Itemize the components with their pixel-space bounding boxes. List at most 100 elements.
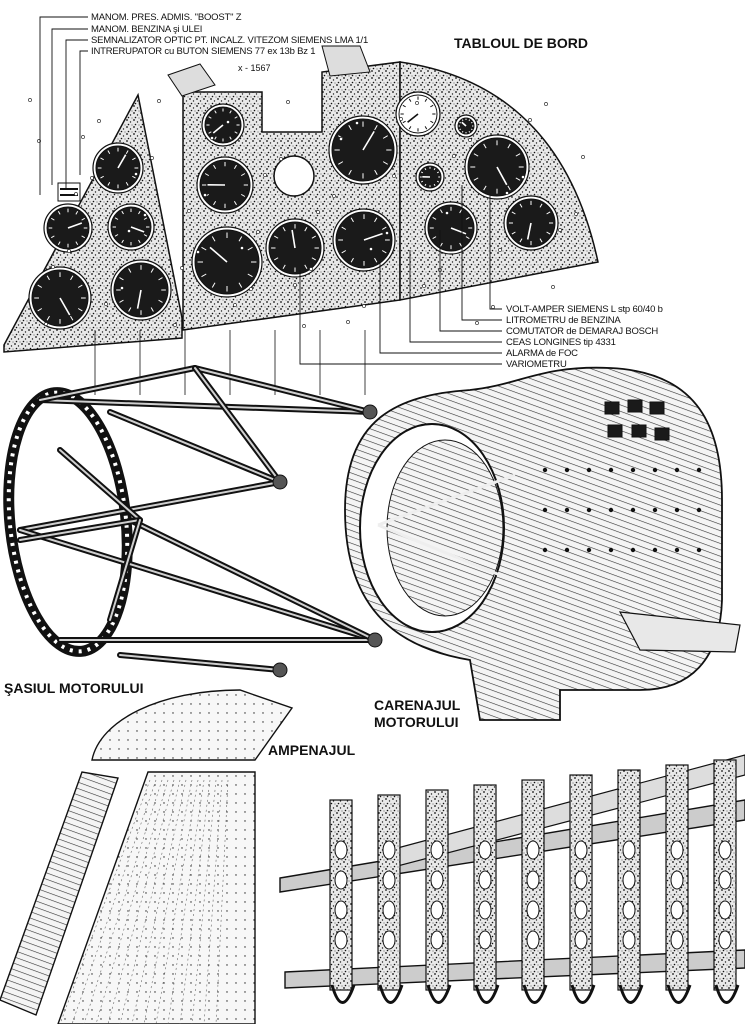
cowling-rivet — [608, 507, 614, 513]
mount-strut-highlight — [19, 481, 281, 531]
drawing-code: x - 1567 — [238, 63, 271, 73]
frame-foot — [618, 984, 644, 1004]
panel-rivet — [346, 320, 350, 324]
instrument-gauge — [503, 195, 559, 251]
lightening-hole — [574, 930, 588, 950]
lightening-hole — [478, 930, 492, 950]
exhaust-stub — [618, 611, 741, 653]
section-label-cowling-1: CARENAJUL — [374, 697, 461, 713]
lightening-hole — [382, 930, 396, 950]
gauge-tick — [350, 257, 354, 263]
gauge-needle — [450, 227, 467, 235]
mount-strut-highlight — [119, 654, 281, 671]
mount-ring-bolts — [6, 390, 130, 654]
panel-rivet — [558, 228, 562, 232]
gauge-tick — [247, 273, 253, 278]
gauge-tick — [214, 136, 217, 140]
gauge-tick — [424, 183, 427, 187]
lightening-hole — [718, 870, 732, 890]
gauge-tick — [382, 161, 388, 165]
lightening-hole — [334, 840, 348, 860]
lightening-hole — [334, 930, 348, 950]
panel-rivet — [226, 120, 230, 124]
gauge-tick — [459, 209, 463, 214]
callout-variometer: VARIOMETRU — [506, 359, 567, 370]
callout-fuel-oil-gauge: MANOM. BENZINA şi ULEI — [91, 24, 203, 35]
callout-clock: CEAS LONGINES tip 4331 — [506, 337, 616, 348]
gauge-tick — [304, 227, 308, 232]
panel-rivet — [332, 194, 336, 198]
gauge-tick — [433, 167, 436, 171]
gauge-tick — [201, 246, 207, 251]
gauge-tick — [75, 241, 79, 245]
frame-foot — [474, 984, 500, 1004]
gauge-tick — [381, 226, 387, 230]
fin-rivet-line — [143, 779, 193, 1024]
gauge-tick — [374, 257, 378, 263]
cowling-louver — [604, 401, 620, 415]
gauge-tick — [436, 171, 440, 174]
lightening-hole — [574, 870, 588, 890]
gauge-tick — [211, 236, 216, 242]
frame-bulkhead — [329, 799, 353, 991]
gauge-tick — [341, 226, 347, 230]
cowling-rivet — [674, 507, 680, 513]
callout-push-switch: INTRERUPATOR cu BUTON SIEMENS 77 ex 13b … — [91, 46, 316, 57]
instrument-gauge — [424, 201, 478, 255]
panel-rivet — [249, 287, 253, 291]
cowling-rivet — [542, 547, 548, 553]
gauge-tick — [402, 120, 406, 124]
mount-strut-highlight — [194, 367, 371, 413]
panel-rivet — [385, 231, 389, 235]
frame-bulkhead — [425, 789, 449, 991]
gauge-needle — [136, 289, 142, 309]
gauge-tick — [459, 128, 462, 131]
leader-line — [51, 28, 88, 185]
panel-rivet — [104, 302, 108, 306]
lightening-hole — [622, 930, 636, 950]
fin-rivet-line — [167, 779, 205, 1024]
panel-rivet — [355, 121, 359, 125]
gauge-tick — [208, 131, 212, 134]
gauge-tick — [432, 236, 437, 240]
frame-foot — [666, 984, 692, 1004]
gauge-needle — [407, 113, 419, 123]
gauge-tick — [211, 282, 216, 288]
gauge-tick — [233, 200, 237, 206]
fin-rivet-line — [107, 779, 175, 1024]
gauge-tick — [119, 277, 124, 281]
gauge-tick — [374, 217, 378, 223]
cowling-rivet — [630, 507, 636, 513]
gauge-tick — [432, 216, 437, 220]
gauge-tick — [350, 217, 354, 223]
panel-rivet — [256, 230, 260, 234]
panel-rivet — [157, 99, 161, 103]
gauge-tick — [77, 284, 83, 288]
cowling-rivet — [652, 547, 658, 553]
gauge-tick — [338, 161, 344, 165]
panel-rivet — [551, 285, 555, 289]
panel-rivet — [362, 304, 366, 308]
panel-bracket-right — [321, 45, 371, 77]
gauge-needle — [130, 226, 145, 233]
gauge-tick — [213, 164, 217, 170]
gauge-tick — [374, 169, 378, 175]
panel-rivet — [316, 210, 320, 214]
callout-volt-amper: VOLT-AMPER SIEMENS L stp 60/40 b — [506, 304, 663, 315]
mount-strut-highlight — [39, 399, 371, 413]
lightening-hole — [670, 840, 684, 860]
lightening-hole — [718, 930, 732, 950]
gauge-tick — [420, 180, 424, 183]
frame-foot — [570, 984, 596, 1004]
leader-line — [489, 195, 502, 310]
fin-rivet-line — [179, 779, 211, 1024]
cowling-rivet — [586, 467, 592, 473]
panel-rivet — [505, 191, 509, 195]
panel-rivet — [544, 102, 548, 106]
panel-rivet — [180, 266, 184, 270]
panel-rivet — [134, 172, 138, 176]
engine-cowling — [344, 366, 741, 721]
instrument-gauge — [395, 91, 441, 137]
cowling-rivet — [586, 547, 592, 553]
mount-strut-highlight — [39, 367, 196, 401]
